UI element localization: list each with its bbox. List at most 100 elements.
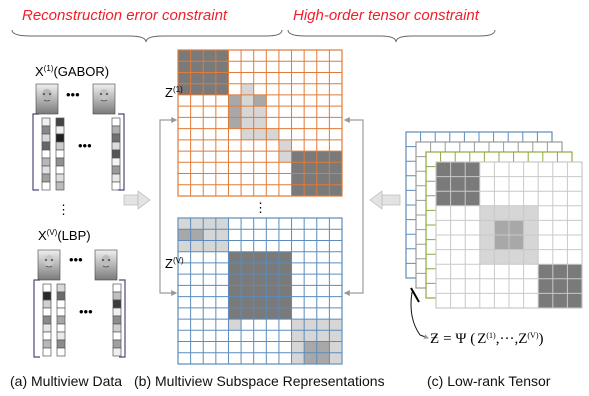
face-image-1 — [35, 83, 59, 115]
face-image-2 — [92, 83, 116, 115]
feature-cell — [112, 299, 122, 309]
feature-cell — [55, 165, 65, 175]
right-bracket-arrow — [343, 117, 364, 296]
right-column-bracket — [119, 279, 126, 358]
feature-cell — [111, 133, 121, 143]
feature-cell — [112, 291, 122, 301]
svg-text:Ƶ= Ψ (Z(1),···,Z(V)): Ƶ= Ψ (Z(1),···,Z(V)) — [430, 331, 543, 347]
feature-column — [42, 283, 52, 357]
feature-cell — [56, 331, 66, 341]
tensor-ellipsis — [410, 287, 420, 303]
feature-cell — [56, 323, 66, 333]
feature-cell — [42, 339, 52, 349]
feature-cell — [112, 315, 122, 325]
feature-cell — [56, 299, 66, 309]
orange-matrix — [177, 49, 343, 197]
z-last-label: Z(V) — [165, 256, 184, 271]
feature-cell — [56, 283, 66, 293]
face-ellipsis-2: ••• — [69, 252, 83, 267]
feature-column — [55, 117, 65, 191]
matrix-block — [228, 94, 242, 129]
feature-cell — [112, 283, 122, 293]
feature-cell — [111, 149, 121, 159]
formula-pointer-arrow — [410, 291, 429, 339]
matrix-block — [538, 264, 582, 308]
feature-cell — [55, 141, 65, 151]
feature-cell — [41, 149, 51, 159]
view-1-label: X(1)(GABOR) — [35, 64, 109, 79]
feature-cell — [55, 133, 65, 143]
column-ellipsis-2: ••• — [79, 304, 93, 319]
feature-cell — [55, 149, 65, 159]
view-1-block: X(1)(GABOR) ••• ••• — [32, 64, 125, 191]
blue-matrix — [177, 217, 343, 365]
feature-cell — [41, 141, 51, 151]
tensor-layer — [435, 161, 583, 309]
face-image-4 — [94, 249, 118, 281]
feature-column — [41, 117, 51, 191]
feature-columns-v — [33, 279, 126, 358]
feature-cell — [112, 307, 122, 317]
feature-cell — [112, 339, 122, 349]
feature-cell — [56, 339, 66, 349]
caption-a: (a) Multiview Data — [10, 373, 122, 389]
left-column-bracket — [32, 113, 39, 191]
feature-cell — [55, 117, 65, 127]
feature-cell — [56, 315, 66, 325]
feature-cell — [55, 181, 65, 191]
feature-cell — [111, 181, 121, 191]
feature-cell — [111, 173, 121, 183]
feature-cell — [42, 331, 52, 341]
feature-cell — [41, 165, 51, 175]
high-order-label: High-order tensor constraint — [293, 7, 480, 24]
feature-cell — [112, 347, 122, 357]
feature-column — [111, 117, 121, 191]
feature-cell — [42, 323, 52, 333]
right-column-bracket — [118, 113, 125, 191]
left-column-bracket — [33, 279, 40, 358]
feature-cell — [112, 323, 122, 333]
view-separator-dots: ⋮ — [57, 202, 70, 217]
feature-columns-1 — [32, 113, 125, 191]
feature-cell — [111, 157, 121, 167]
matrix-block — [253, 106, 267, 140]
feature-cell — [42, 291, 52, 301]
matrix-block — [228, 319, 242, 331]
feature-cell — [42, 307, 52, 317]
feature-cell — [111, 117, 121, 127]
matrix-separator-dots: ⋮ — [254, 200, 267, 215]
feature-cell — [111, 165, 121, 175]
matrix-block — [266, 128, 279, 140]
feature-cell — [56, 291, 66, 301]
feature-cell — [56, 347, 66, 357]
feature-cell — [42, 283, 52, 293]
feature-cell — [41, 173, 51, 183]
column-ellipsis-1: ••• — [78, 138, 92, 153]
tensor-formula: Ƶ= Ψ (Z(1),···,Z(V)) — [430, 331, 543, 347]
high-order-brace — [287, 29, 496, 43]
face-image-3 — [37, 249, 61, 281]
feature-cell — [111, 125, 121, 135]
feature-cell — [42, 347, 52, 357]
feature-cell — [55, 173, 65, 183]
face-ellipsis-1: ••• — [66, 87, 80, 102]
caption-b: (b) Multiview Subspace Representations — [134, 373, 385, 389]
feature-cell — [41, 133, 51, 143]
feature-column — [56, 283, 66, 357]
feature-column — [112, 283, 122, 357]
left-arrow — [123, 190, 151, 210]
feature-cell — [111, 141, 121, 151]
view-v-label: X(V)(LBP) — [38, 228, 91, 243]
reconstruction-label: Reconstruction error constraint — [22, 7, 228, 24]
feature-cell — [112, 331, 122, 341]
feature-cell — [42, 299, 52, 309]
feature-cell — [55, 157, 65, 167]
feature-cell — [41, 125, 51, 135]
view-v-block: X(V)(LBP) ••• ••• — [33, 228, 126, 358]
right-arrow — [369, 190, 401, 210]
feature-cell — [41, 157, 51, 167]
low-rank-tensor — [405, 131, 583, 309]
feature-cell — [56, 307, 66, 317]
